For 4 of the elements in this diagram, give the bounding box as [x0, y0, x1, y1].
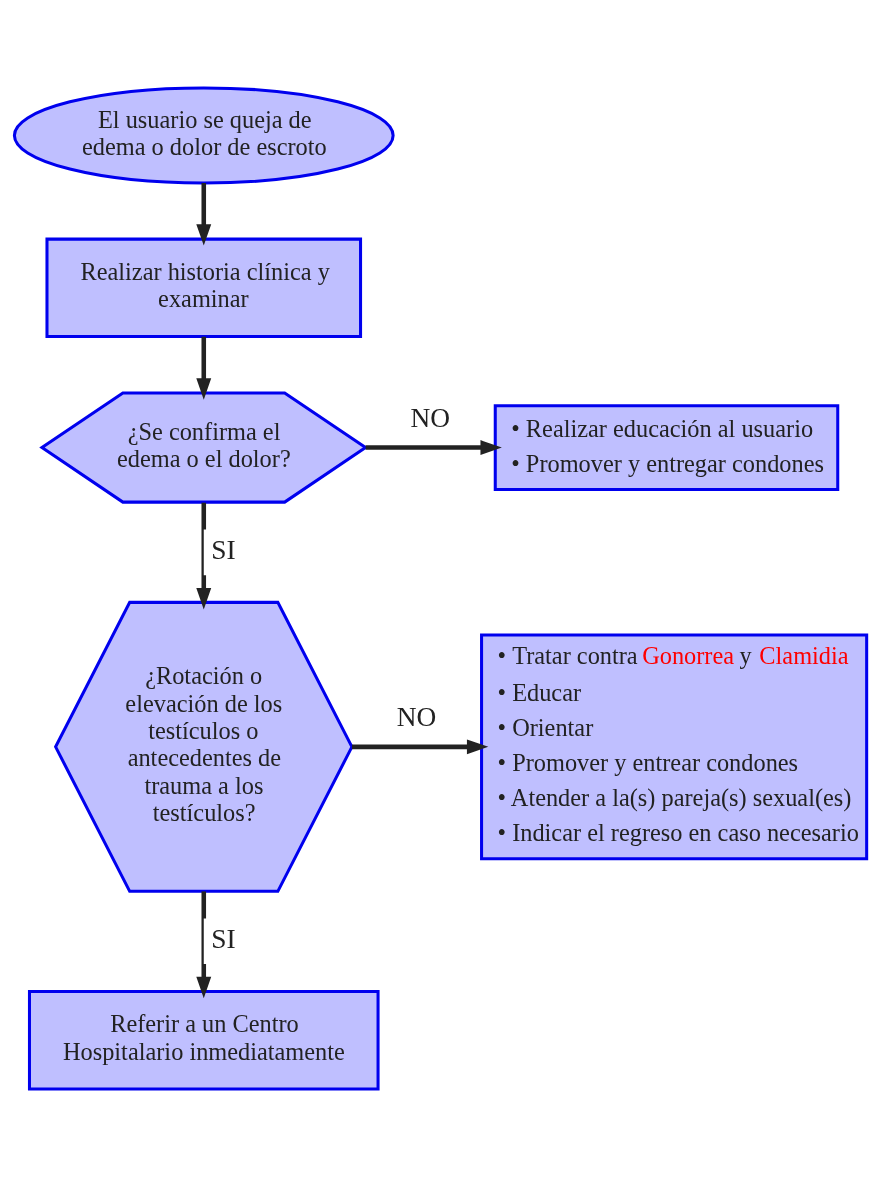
edge-label: NO	[410, 402, 451, 433]
edge-label: SI	[211, 923, 236, 954]
edge-label: SI	[211, 535, 236, 566]
edge-label: NO	[396, 702, 437, 733]
